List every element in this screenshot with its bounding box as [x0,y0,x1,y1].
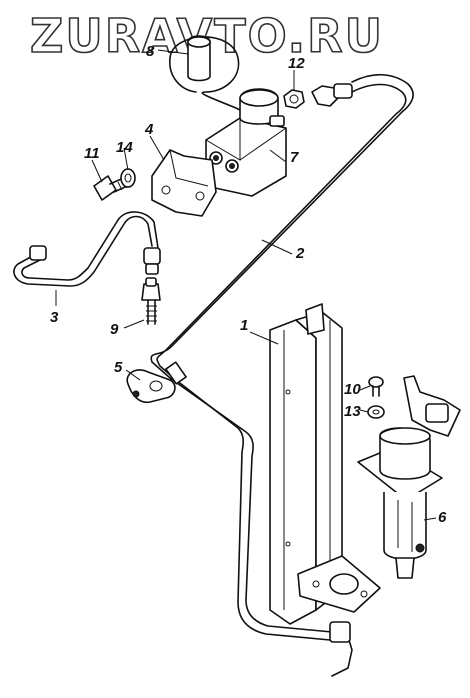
callout-3: 3 [50,309,59,326]
callout-4: 4 [144,121,154,138]
callout-14: 14 [116,139,133,156]
watermark-text: ZURAVTO.RU [30,9,384,63]
callout-7: 7 [290,149,299,166]
callout-9: 9 [110,321,119,338]
part-14-washer [120,168,136,188]
part-6-filter-assembly [357,375,461,579]
part-7-valve-body [205,88,287,197]
callout-12: 12 [288,55,305,72]
part-9-fitting-bolt [141,277,161,325]
part-13-washer [367,405,385,419]
part-3-bent-tube [13,211,161,287]
callout-6: 6 [438,509,447,526]
callout-1: 1 [240,317,248,334]
callout-5: 5 [114,359,123,376]
part-10-screw [368,376,384,397]
callout-11: 11 [84,145,100,162]
part-5-clamp [126,369,176,404]
part-4-bracket [151,149,217,217]
callout-8: 8 [146,43,155,60]
part-12-nut [283,89,305,109]
part-1-column [269,303,381,625]
callout-10: 10 [344,381,361,398]
leader-lines [55,49,437,521]
callout-13: 13 [344,403,361,420]
tube-fitting-nut [311,83,353,107]
part-2-fuel-tube [150,73,414,677]
callout-2: 2 [295,245,305,262]
part-8-detail-lens [169,35,257,119]
